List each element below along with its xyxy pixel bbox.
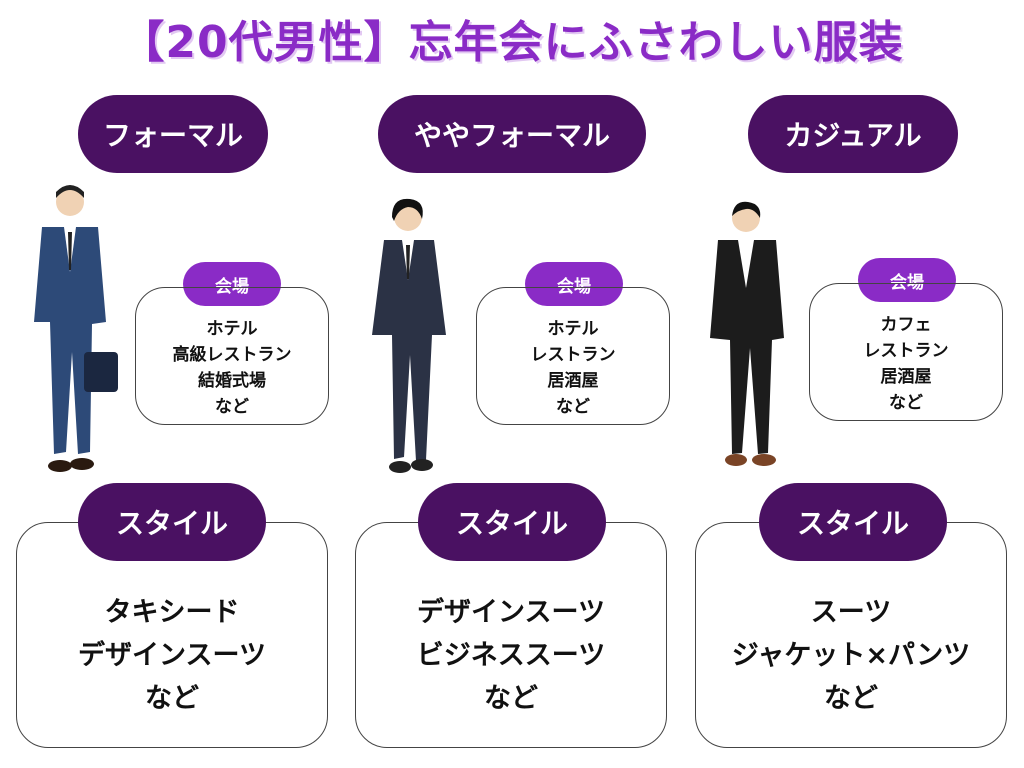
page-title: 【20代男性】忘年会にふさわしい服装	[120, 17, 904, 68]
venue-item: 高級レストラン	[172, 345, 292, 365]
man-dark-suit-illustration	[372, 198, 446, 473]
style-label: スタイル	[759, 483, 947, 561]
venue-label: 会場	[525, 262, 623, 306]
venue-item: カフェ	[880, 315, 932, 335]
venue-item: レストラン	[530, 345, 616, 365]
venue-box-formal: ホテル 高級レストラン 結婚式場 など	[135, 287, 329, 425]
venue-box-casual: カフェ レストラン 居酒屋 など	[809, 283, 1003, 421]
venue-item: 居酒屋	[880, 367, 932, 387]
venue-box-semi-formal: ホテル レストラン 居酒屋 など	[476, 287, 670, 425]
venue-item: など	[215, 397, 249, 417]
style-item: など	[824, 683, 878, 714]
category-casual: カジュアル	[748, 95, 958, 173]
venue-item: ホテル	[547, 319, 599, 339]
man-black-jacket-illustration	[710, 201, 784, 466]
venue-item: など	[889, 393, 923, 413]
man-navy-suit-illustration	[34, 185, 118, 472]
style-item: など	[145, 683, 199, 714]
venue-item: など	[556, 397, 590, 417]
style-label: スタイル	[418, 483, 606, 561]
style-item: デザインスーツ	[78, 640, 266, 671]
venue-item: ホテル	[206, 319, 258, 339]
style-box-casual: スーツ ジャケット×パンツ など	[695, 522, 1007, 748]
venue-label: 会場	[183, 262, 281, 306]
category-semi-formal: ややフォーマル	[378, 95, 646, 173]
venue-item: 居酒屋	[547, 371, 599, 391]
style-item: デザインスーツ	[417, 597, 605, 628]
style-item: ジャケット×パンツ	[731, 640, 971, 671]
venue-item: レストラン	[863, 341, 949, 361]
style-item: スーツ	[810, 597, 892, 628]
style-box-semi-formal: デザインスーツ ビジネススーツ など	[355, 522, 667, 748]
style-item: など	[484, 683, 538, 714]
style-label: スタイル	[78, 483, 266, 561]
style-item: タキシード	[104, 597, 240, 628]
style-item: ビジネススーツ	[416, 640, 606, 671]
category-formal: フォーマル	[78, 95, 268, 173]
venue-label: 会場	[858, 258, 956, 302]
venue-item: 結婚式場	[198, 371, 266, 391]
style-box-formal: タキシード デザインスーツ など	[16, 522, 328, 748]
